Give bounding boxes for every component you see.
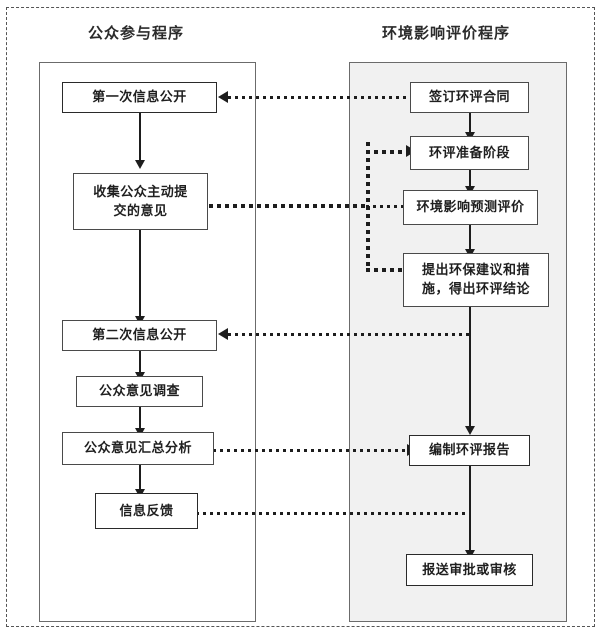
- connector-prediction-to-recommend: [469, 225, 471, 253]
- connector-report-to-submit: [469, 466, 471, 554]
- node-sign-contract[interactable]: 签订环评合同: [410, 82, 529, 113]
- node-collect-opinions-label: 收集公众主动提交的意见: [93, 184, 188, 219]
- node-prep-stage[interactable]: 环评准备阶段: [410, 136, 529, 170]
- dotted-conclusion-to-second-disclosure: [228, 333, 469, 336]
- node-opinion-analysis[interactable]: 公众意见汇总分析: [62, 432, 214, 465]
- arrowhead-conclusion-to-second-disclosure: [218, 328, 228, 340]
- dotted-collect-to-branch: [209, 204, 368, 208]
- node-impact-prediction-label: 环境影响预测评价: [416, 200, 525, 215]
- node-submit-approval[interactable]: 报送审批或审核: [406, 554, 533, 586]
- dotted-analysis-to-report: [213, 449, 409, 452]
- node-first-disclosure[interactable]: 第一次信息公开: [62, 82, 217, 113]
- connector-collect-to-second: [139, 230, 141, 320]
- dotted-branch-to-prep: [366, 150, 408, 154]
- node-second-disclosure-label: 第二次信息公开: [92, 328, 187, 343]
- node-opinion-survey[interactable]: 公众意见调查: [76, 376, 203, 407]
- node-second-disclosure[interactable]: 第二次信息公开: [62, 320, 217, 351]
- node-compile-report[interactable]: 编制环评报告: [409, 435, 530, 466]
- connector-contract-to-prep: [469, 113, 471, 136]
- node-recommendations[interactable]: 提出环保建议和措施，得出环评结论: [403, 253, 549, 307]
- dotted-report-to-feedback: [196, 512, 469, 515]
- connector-recommend-to-report: [469, 307, 471, 430]
- node-collect-opinions[interactable]: 收集公众主动提交的意见: [73, 173, 208, 230]
- connector-analysis-to-feedback: [139, 465, 141, 493]
- column-title-eia-procedure: 环境影响评价程序: [382, 24, 511, 42]
- node-submit-approval-label: 报送审批或审核: [422, 562, 517, 578]
- node-feedback-label: 信息反馈: [119, 503, 174, 519]
- connector-survey-to-analysis: [139, 407, 141, 432]
- connector-prep-to-prediction: [469, 170, 471, 190]
- dotted-contract-to-first-disclosure: [228, 96, 418, 99]
- connector-first-to-collect: [139, 113, 141, 164]
- node-opinion-survey-label: 公众意见调查: [98, 384, 180, 399]
- dotted-branch-to-recommend: [366, 268, 406, 272]
- dotted-branch-to-prediction: [366, 205, 406, 208]
- connector-second-to-survey: [139, 351, 141, 376]
- arrowhead-first-to-collect: [135, 160, 145, 169]
- node-compile-report-label: 编制环评报告: [428, 443, 510, 458]
- node-sign-contract-label: 签订环评合同: [428, 90, 510, 105]
- node-recommendations-label: 提出环保建议和措施，得出环评结论: [421, 263, 530, 297]
- node-opinion-analysis-label: 公众意见汇总分析: [83, 441, 192, 456]
- node-first-disclosure-label: 第一次信息公开: [92, 90, 187, 105]
- arrowhead-contract-to-first-disclosure: [218, 91, 228, 103]
- arrowhead-recommend-to-report: [465, 426, 475, 435]
- node-impact-prediction[interactable]: 环境影响预测评价: [403, 190, 538, 225]
- column-title-public-participation: 公众参与程序: [88, 24, 185, 42]
- node-prep-stage-label: 环评准备阶段: [428, 145, 510, 161]
- node-feedback[interactable]: 信息反馈: [95, 493, 198, 529]
